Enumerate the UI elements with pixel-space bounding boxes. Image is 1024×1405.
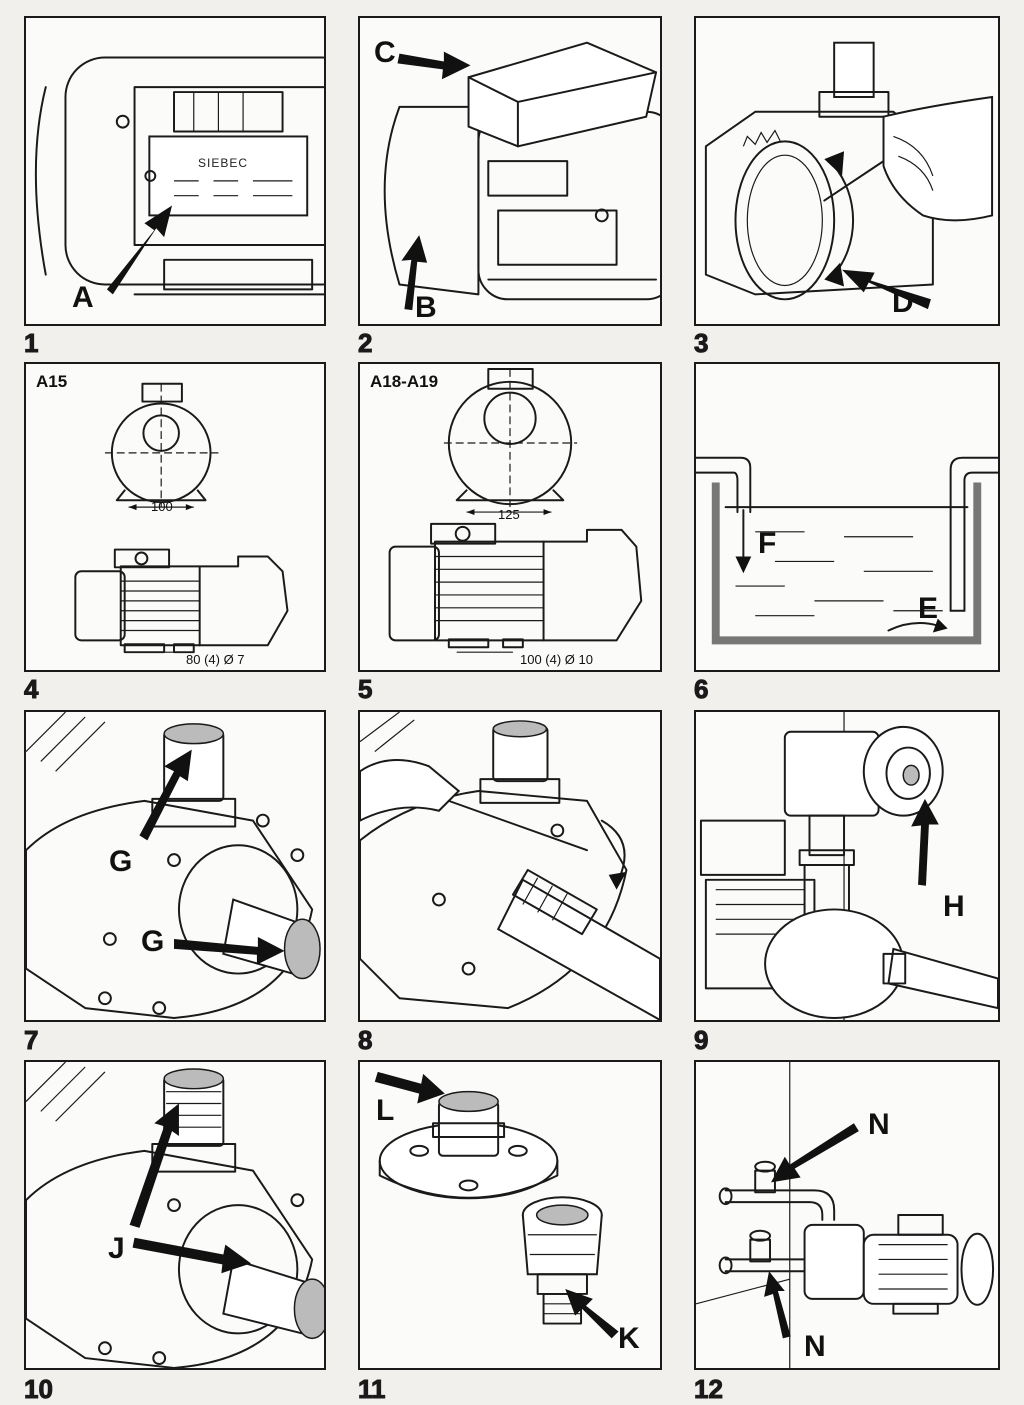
- callout-h: H: [943, 890, 965, 923]
- panel-number-6: 6: [693, 674, 709, 704]
- sealing-tape-threads-illustration: [26, 1062, 324, 1368]
- callout-j: J: [108, 1232, 125, 1265]
- callout-c: C: [374, 36, 396, 69]
- panel-2: C B: [358, 16, 662, 326]
- panel-number-2: 2: [357, 328, 373, 358]
- callout-g-inlet: G: [141, 925, 165, 958]
- callout-d: D: [892, 286, 914, 319]
- panel-4: A15 100 80 (4) Ø 7: [24, 362, 326, 672]
- panel-number-11: 11: [358, 1374, 386, 1404]
- panel-title: A15: [36, 372, 68, 391]
- callout-k: K: [618, 1322, 640, 1355]
- panel-number-3: 3: [693, 328, 709, 358]
- panel-3: D: [694, 16, 1000, 326]
- panel-number-9: 9: [693, 1025, 709, 1055]
- callout-n-upper: N: [868, 1108, 890, 1141]
- callout-l: L: [376, 1094, 395, 1127]
- fittings-illustration: [374, 1071, 619, 1339]
- panel-6: F E: [694, 362, 1000, 672]
- pump-housing-rotation-illustration: [704, 41, 994, 310]
- motor-nameplate-illustration: [34, 56, 324, 296]
- panel-1: SIEBEC A: [24, 16, 326, 326]
- terminal-box-illustration: [383, 41, 660, 311]
- tank-suction-delivery-illustration: [696, 456, 998, 645]
- panel-number-8: 8: [357, 1025, 373, 1055]
- dimension-base-holes: 80 (4) Ø 7: [186, 652, 245, 667]
- callout-e: E: [918, 592, 939, 625]
- nameplate-brand: SIEBEC: [198, 156, 249, 170]
- callout-n-lower: N: [804, 1330, 826, 1363]
- panel-9: H: [694, 710, 1000, 1022]
- panel-11: L K: [358, 1060, 662, 1370]
- panel-7: G G: [24, 710, 326, 1022]
- pump-ports-illustration: [26, 712, 321, 1019]
- panel-12: N N: [694, 1060, 1000, 1370]
- panel-number-12: 12: [694, 1374, 724, 1404]
- panel-number-4: 4: [23, 674, 39, 704]
- a18-a19-dimension-drawing: [388, 367, 643, 653]
- panel-number-5: 5: [357, 674, 373, 704]
- panel-number-10: 10: [24, 1374, 54, 1404]
- callout-a: A: [72, 281, 94, 314]
- panel-number-1: 1: [23, 328, 39, 358]
- dimension-base-holes: 100 (4) Ø 10: [520, 652, 593, 667]
- panel-10: J: [24, 1060, 326, 1370]
- dimension-width-front: 100: [151, 499, 173, 514]
- panel-title: A18-A19: [370, 372, 439, 391]
- hose-clamp-tightening-illustration: [360, 712, 660, 1020]
- a15-dimension-drawing: [74, 382, 289, 654]
- panel-5: A18-A19 125 100 (4) Ø 10: [358, 362, 662, 672]
- dimension-width-front: 125: [498, 507, 520, 522]
- callout-g-outlet: G: [109, 845, 133, 878]
- panel-8: [358, 710, 662, 1022]
- callout-f: F: [758, 527, 777, 560]
- callout-b: B: [415, 291, 437, 324]
- check-valve-installation-illustration: [699, 712, 998, 1020]
- panel-number-7: 7: [23, 1025, 39, 1055]
- shutoff-valves-installation-illustration: [696, 1062, 995, 1368]
